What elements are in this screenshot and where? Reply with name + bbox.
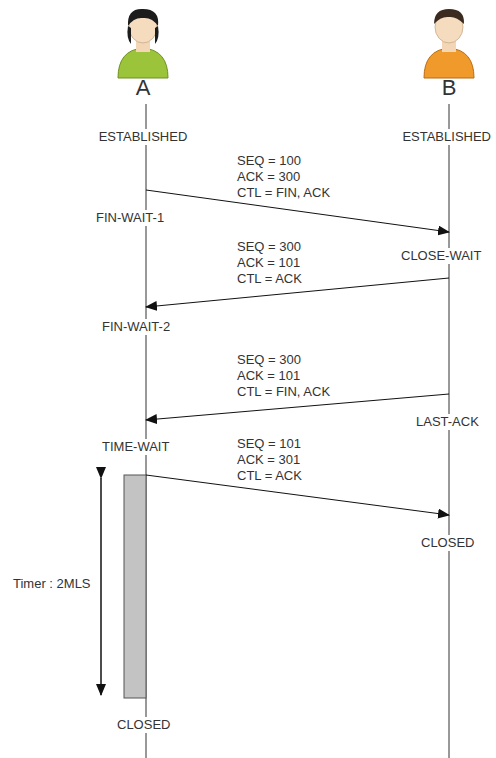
participant-name: A	[135, 76, 152, 100]
person-icon	[118, 9, 168, 78]
segment-field: SEQ = 300	[236, 239, 302, 255]
state-label: CLOSED	[420, 535, 475, 551]
state-label: ESTABLISHED	[401, 129, 492, 145]
segment-field: ACK = 101	[236, 368, 301, 384]
participant-name: B	[441, 76, 458, 100]
segment-field: CTL = ACK	[236, 468, 303, 484]
segment-field: ACK = 101	[236, 255, 301, 271]
state-label: CLOSE-WAIT	[400, 248, 482, 264]
segment-field: CTL = ACK	[236, 271, 303, 287]
timer-arrow	[100, 478, 102, 695]
segment-field: ACK = 300	[236, 169, 301, 185]
segment-field: SEQ = 101	[236, 436, 302, 452]
state-label: CLOSED	[116, 717, 171, 733]
segment-field: SEQ = 100	[236, 153, 302, 169]
state-label: ESTABLISHED	[98, 129, 189, 145]
segment-field: SEQ = 300	[236, 352, 302, 368]
segment-field: CTL = FIN, ACK	[236, 384, 331, 400]
timer-label: Timer : 2MLS	[12, 576, 92, 592]
state-label: LAST-ACK	[415, 414, 480, 430]
segment-field: CTL = FIN, ACK	[236, 185, 331, 201]
state-label: FIN-WAIT-2	[101, 319, 171, 335]
state-label: TIME-WAIT	[101, 439, 170, 455]
state-label: FIN-WAIT-1	[95, 210, 165, 226]
segment-field: ACK = 301	[236, 452, 301, 468]
timer-bar	[124, 475, 146, 698]
lifeline	[449, 104, 450, 758]
person-icon	[424, 9, 474, 78]
